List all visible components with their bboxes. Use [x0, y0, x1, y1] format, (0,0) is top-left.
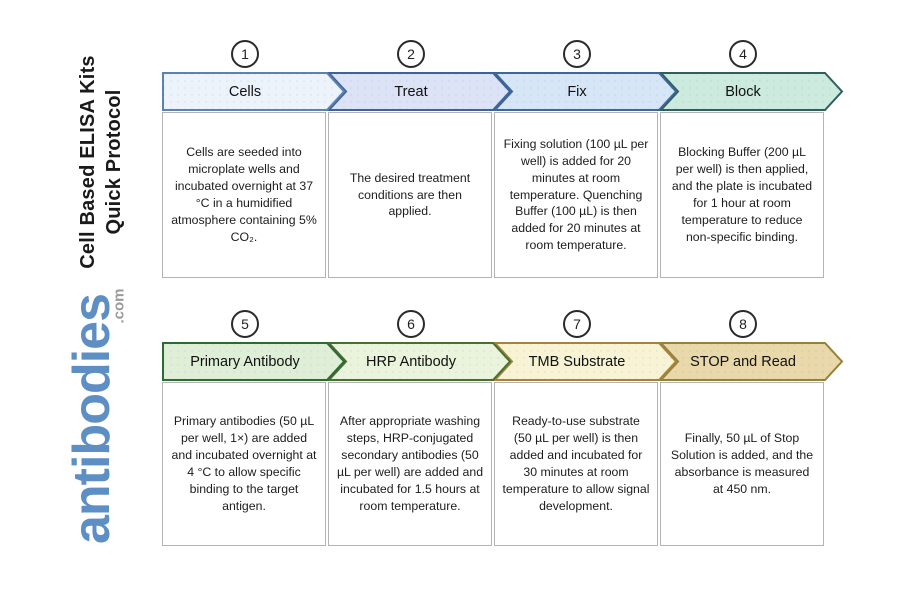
step-description: Cells are seeded into microplate wells a…	[162, 112, 326, 278]
step-description: Blocking Buffer (200 µL per well) is the…	[660, 112, 824, 278]
arrow-band-svg	[658, 342, 844, 381]
step-description: Fixing solution (100 µL per well) is add…	[494, 112, 658, 278]
step-number: 6	[407, 316, 415, 332]
step-number-circle: 2	[397, 40, 425, 68]
arrow-band-svg	[492, 72, 678, 111]
step-band: HRP Antibody	[326, 342, 512, 381]
step-number-circle: 1	[231, 40, 259, 68]
arrow-dot-texture	[163, 343, 344, 380]
step-description: Ready-to-use substrate (50 µL per well) …	[494, 382, 658, 546]
step-number: 1	[241, 46, 249, 62]
step-description: After appropriate washing steps, HRP-con…	[328, 382, 492, 546]
step-label: Treat	[394, 83, 428, 100]
step-number-circle: 6	[397, 310, 425, 338]
step-description: The desired treatment conditions are the…	[328, 112, 492, 278]
step-label: Cells	[228, 83, 262, 100]
step-column-4: 4 Block Blocking Buffer (200 µL per well…	[658, 40, 844, 278]
step-number: 5	[241, 316, 249, 332]
step-column-1: 1 Cells Cells are seeded into microplate…	[162, 40, 346, 278]
step-number: 2	[407, 46, 415, 62]
step-band: Primary Antibody	[162, 342, 346, 381]
step-number: 7	[573, 316, 581, 332]
arrow-band-svg	[492, 342, 678, 381]
step-number-circle: 5	[231, 310, 259, 338]
step-number-circle: 7	[563, 310, 591, 338]
arrow-band-svg	[658, 72, 844, 111]
step-number-circle: 3	[563, 40, 591, 68]
step-column-3: 3 Fix Fixing solution (100 µL per well) …	[492, 40, 678, 278]
step-band: STOP and Read	[658, 342, 844, 381]
step-band: Block	[658, 72, 844, 111]
step-label: Fix	[567, 83, 587, 100]
arrow-dot-texture	[661, 343, 842, 380]
arrow-dot-texture	[661, 73, 842, 110]
vertical-title: Cell Based ELISA Kits Quick Protocol	[75, 55, 127, 269]
arrow-band-svg	[326, 342, 512, 381]
brand-logo-suffix: .com	[110, 288, 128, 324]
arrow-dot-texture	[329, 73, 510, 110]
step-number: 4	[739, 46, 747, 62]
arrow-band-svg	[326, 72, 512, 111]
arrow-dot-texture	[163, 73, 344, 110]
arrow-dot-texture	[495, 73, 676, 110]
brand-logo: antibodies	[63, 293, 121, 545]
arrow-band-svg	[162, 342, 346, 381]
protocol-row-1: 1 Cells Cells are seeded into microplate…	[162, 40, 862, 278]
step-column-2: 2 Treat The desired treatment conditions…	[326, 40, 512, 278]
step-number: 3	[573, 46, 581, 62]
step-number: 8	[739, 316, 747, 332]
step-column-6: 6 HRP Antibody After appropriate washing…	[326, 310, 512, 546]
step-band: Treat	[326, 72, 512, 111]
step-label: STOP and Read	[690, 353, 796, 370]
step-band: Cells	[162, 72, 346, 111]
step-description: Primary antibodies (50 µL per well, 1×) …	[162, 382, 326, 546]
arrow-band-svg	[162, 72, 346, 111]
protocol-row-2: 5 Primary Antibody Primary antibodies (5…	[162, 310, 862, 546]
step-column-7: 7 TMB Substrate Ready-to-use substrate (…	[492, 310, 678, 546]
step-number-circle: 8	[729, 310, 757, 338]
arrow-dot-texture	[495, 343, 676, 380]
step-label: TMB Substrate	[528, 353, 626, 370]
step-band: TMB Substrate	[492, 342, 678, 381]
step-number-circle: 4	[729, 40, 757, 68]
step-column-5: 5 Primary Antibody Primary antibodies (5…	[162, 310, 346, 546]
step-description: Finally, 50 µL of Stop Solution is added…	[660, 382, 824, 546]
step-label: Block	[725, 83, 761, 100]
step-band: Fix	[492, 72, 678, 111]
arrow-dot-texture	[329, 343, 510, 380]
step-label: Primary Antibody	[190, 353, 300, 370]
step-label: HRP Antibody	[365, 353, 456, 370]
title-line-1: Cell Based ELISA Kits	[77, 55, 99, 269]
title-line-2: Quick Protocol	[103, 89, 125, 235]
step-column-8: 8 STOP and Read Finally, 50 µL of Stop S…	[658, 310, 844, 546]
